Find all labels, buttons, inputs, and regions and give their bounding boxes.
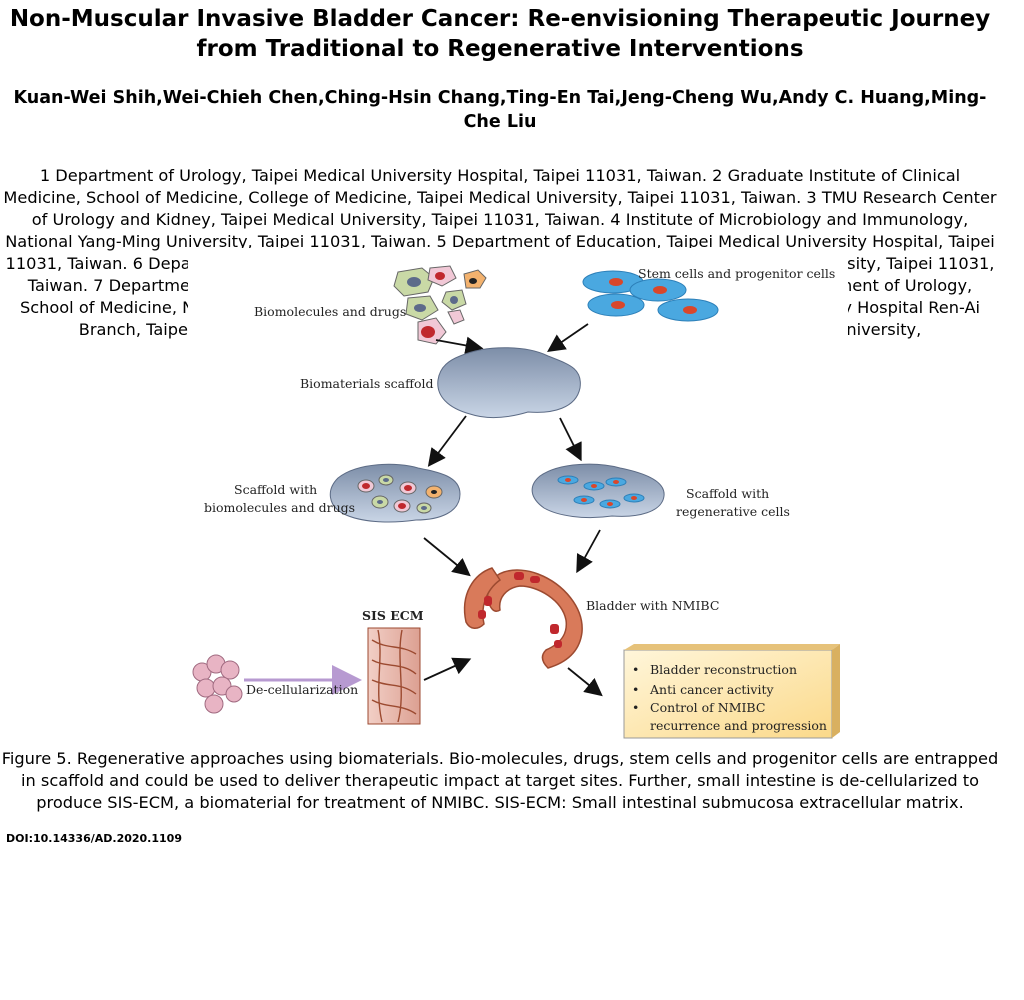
arrow-ecm-to-bladder [423,657,472,681]
outcome-item: Anti cancer activity [649,682,774,697]
svg-text:•: • [632,662,639,677]
label-decellularization: De-cellularization [246,682,358,697]
arrow-biomolecules-to-scaffold [435,336,484,355]
svg-text:•: • [632,682,639,697]
label-scaffold-regen-line1: Scaffold with [686,486,769,501]
label-sis-ecm: SIS ECM [362,608,424,623]
doi-text: DOI:10.14336/AD.2020.1109 [6,832,182,845]
arrow-bladder-to-outcomes [567,667,603,697]
author-list: Kuan-Wei Shih,Wei-Chieh Chen,Ching-Hsin … [13,88,987,132]
label-stem-cells: Stem cells and progenitor cells [638,266,835,281]
outcome-item: recurrence and progression [650,718,827,733]
sis-ecm-icon [367,627,421,725]
figure-caption: Figure 5. Regenerative approaches using … [1,749,999,812]
label-biomolecules: Biomolecules and drugs [254,304,406,319]
outcome-item: Control of NMIBC [650,700,765,715]
stem-cells-icon [582,270,719,322]
biomolecule-cells-icon [393,265,487,345]
arrow-scaffold-left [427,415,467,467]
label-bladder: Bladder with NMIBC [586,598,719,613]
small-intestine-icon [192,654,243,714]
figure-diagram: Biomolecules and drugs Stem cells and pr… [188,248,848,740]
arrow-scaffold-right [559,417,582,462]
arrow-regen-to-bladder [576,529,601,574]
svg-text:•: • [632,700,639,715]
scaffold-shape [437,347,581,419]
label-scaffold-regen-line2: regenerative cells [676,504,790,519]
scaffold-with-drugs [329,463,461,523]
label-scaffold-drugs-line1: Scaffold with [234,482,317,497]
outcomes-box [623,644,840,739]
outcome-item: Bladder reconstruction [650,662,797,677]
paper-title: Non-Muscular Invasive Bladder Cancer: Re… [9,6,991,62]
label-scaffold: Biomaterials scaffold [300,376,434,391]
scaffold-with-regenerative-cells [531,463,665,519]
label-scaffold-drugs-line2: biomolecules and drugs [204,500,355,515]
arrow-stemcells-to-scaffold [547,323,589,353]
bladder-icon [463,567,583,669]
arrow-drugs-to-bladder [423,537,471,577]
